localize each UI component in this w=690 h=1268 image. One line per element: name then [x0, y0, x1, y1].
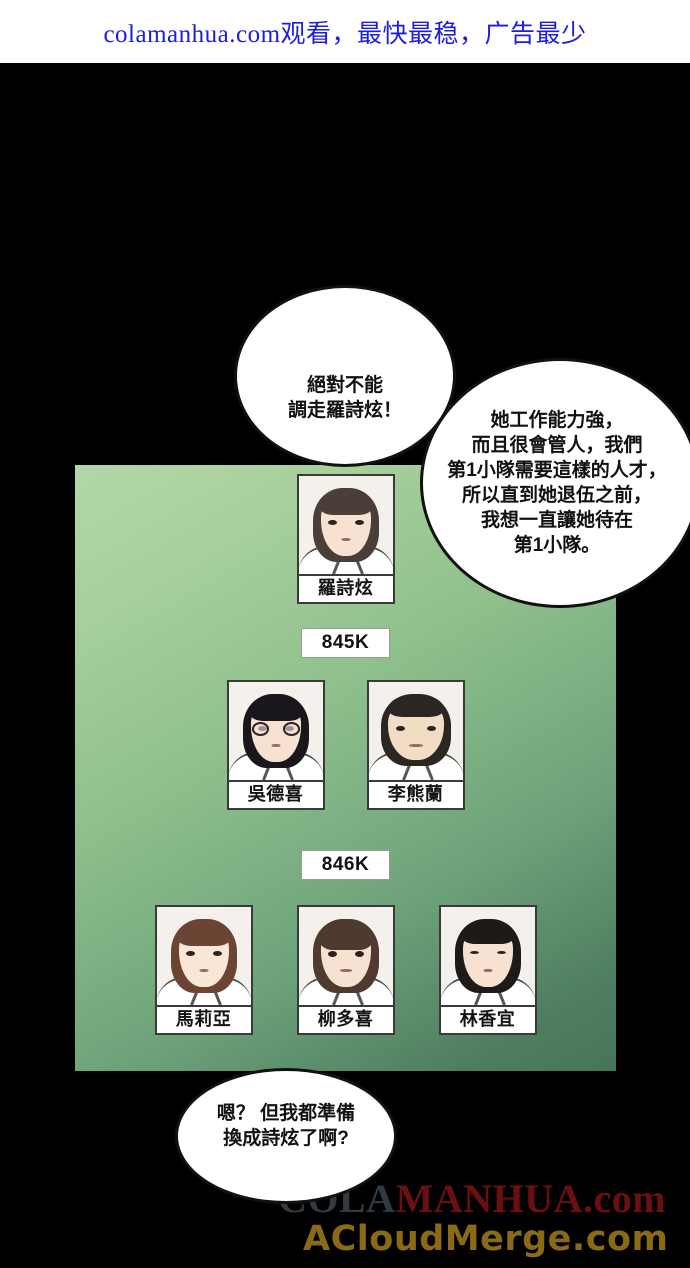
promo-banner-text: colamanhua.com观看，最快最稳，广告最少 — [103, 20, 587, 48]
member-card-ryu-da-hee[interactable]: 柳多喜 — [296, 905, 395, 1035]
watermark-acloudmerge: ACloudMerge.com — [303, 1219, 669, 1259]
roster-row-2: 吳德喜 李熊蘭 — [75, 680, 616, 810]
count-badge-845k: 845K — [300, 628, 391, 658]
speech-bubble-1: 絕對不能 調走羅詩炫！ — [234, 285, 456, 467]
speech-bubble-3: 嗯？ 但我都準備 換成詩炫了啊? — [175, 1068, 397, 1204]
count-badge-846k: 846K — [300, 850, 391, 880]
member-portrait — [228, 682, 323, 780]
watermark-colamanhua-suffix: MANHUA.com — [395, 1176, 667, 1221]
member-name-label: 羅詩炫 — [298, 574, 393, 602]
roster-row-3: 馬莉亞 柳多喜 — [75, 905, 616, 1035]
member-portrait — [156, 907, 251, 1005]
promo-banner: colamanhua.com观看，最快最稳，广告最少 — [0, 0, 690, 63]
speech-bubble-2: 她工作能力強， 而且很會管人，我們 第1小隊需要這樣的人才， 所以直到她退伍之前… — [420, 358, 690, 608]
member-name-label: 林香宜 — [440, 1005, 535, 1033]
member-name-label: 柳多喜 — [298, 1005, 393, 1033]
member-name-label: 李熊蘭 — [368, 780, 463, 808]
speech-bubble-1-text: 絕對不能 調走羅詩炫！ — [287, 374, 402, 421]
member-portrait — [440, 907, 535, 1005]
member-name-label: 吳德喜 — [228, 780, 323, 808]
member-card-ra-si-hyun[interactable]: 羅詩炫 — [296, 474, 395, 604]
member-portrait — [368, 682, 463, 780]
member-card-oh-deok-hee[interactable]: 吳德喜 — [226, 680, 325, 810]
badge-row-845k: 845K — [75, 628, 616, 658]
roster-row-1: 羅詩炫 — [75, 474, 616, 604]
glasses-icon — [251, 722, 300, 736]
member-card-maria[interactable]: 馬莉亞 — [154, 905, 253, 1035]
badge-row-846k: 846K — [75, 850, 616, 880]
speech-bubble-2-text: 她工作能力強， 而且很會管人，我們 第1小隊需要這樣的人才， 所以直到她退伍之前… — [447, 409, 667, 557]
member-portrait — [298, 907, 393, 1005]
member-portrait — [298, 476, 393, 574]
member-card-lee-woong-ran[interactable]: 李熊蘭 — [366, 680, 465, 810]
member-name-label: 馬莉亞 — [156, 1005, 251, 1033]
speech-bubble-3-text: 嗯？ 但我都準備 換成詩炫了啊? — [216, 1102, 356, 1149]
member-card-lim-hyang-eui[interactable]: 林香宜 — [438, 905, 537, 1035]
